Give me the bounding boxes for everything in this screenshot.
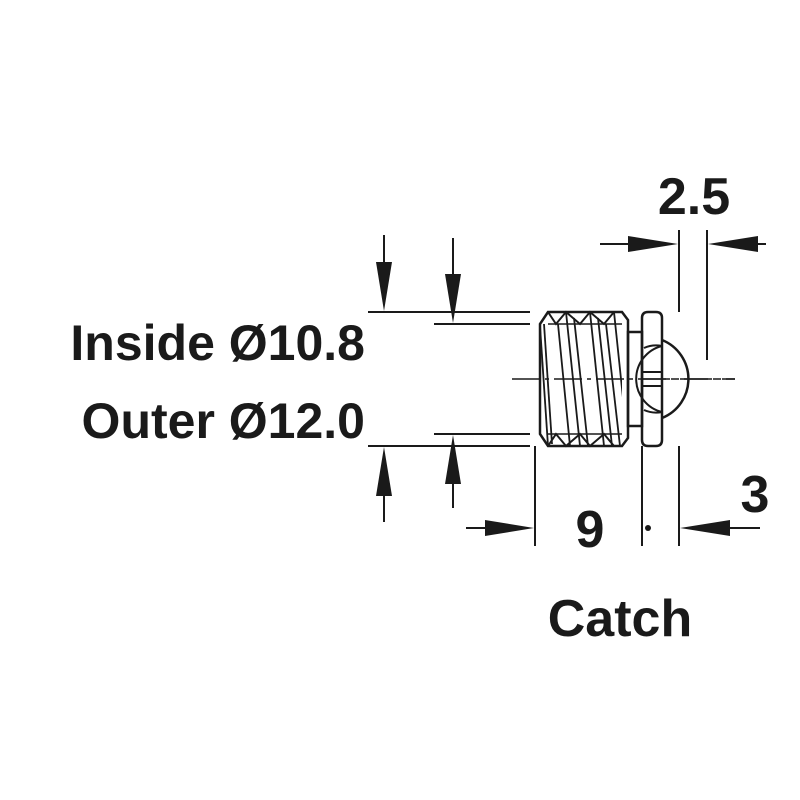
threaded-body [538, 310, 630, 448]
dimension-dot [645, 525, 651, 531]
outer-diameter-dimension [368, 235, 530, 522]
inside-diameter-dimension [434, 238, 530, 508]
catch-offset-label: 3 [741, 466, 770, 524]
ball-inner-arc [635, 345, 663, 413]
body-length-label: 9 [576, 501, 605, 559]
outer-arrow-head-top [376, 262, 392, 311]
catch-part [512, 310, 735, 448]
head-width-label: 2.5 [658, 168, 730, 226]
inside-arrow-head-bottom [445, 435, 461, 484]
outer-arrow-head-bottom [376, 447, 392, 496]
thread-lines [540, 312, 622, 446]
head-width-dimension: 2.5 [600, 168, 766, 360]
thread-crests-top [547, 310, 615, 326]
outer-diameter-label: Outer Ø12.0 [82, 393, 365, 449]
length-dimensions: 9 3 [466, 446, 769, 559]
catch-label: Catch [548, 590, 692, 648]
length-arrow-head-right [680, 520, 730, 536]
inside-diameter-label: Inside Ø10.8 [70, 315, 365, 371]
inside-arrow-head-top [445, 274, 461, 323]
head-arrow-head-right [708, 236, 758, 252]
length-arrow-head-left [485, 520, 534, 536]
head-arrow-head-left [628, 236, 678, 252]
head-flange [640, 310, 664, 448]
